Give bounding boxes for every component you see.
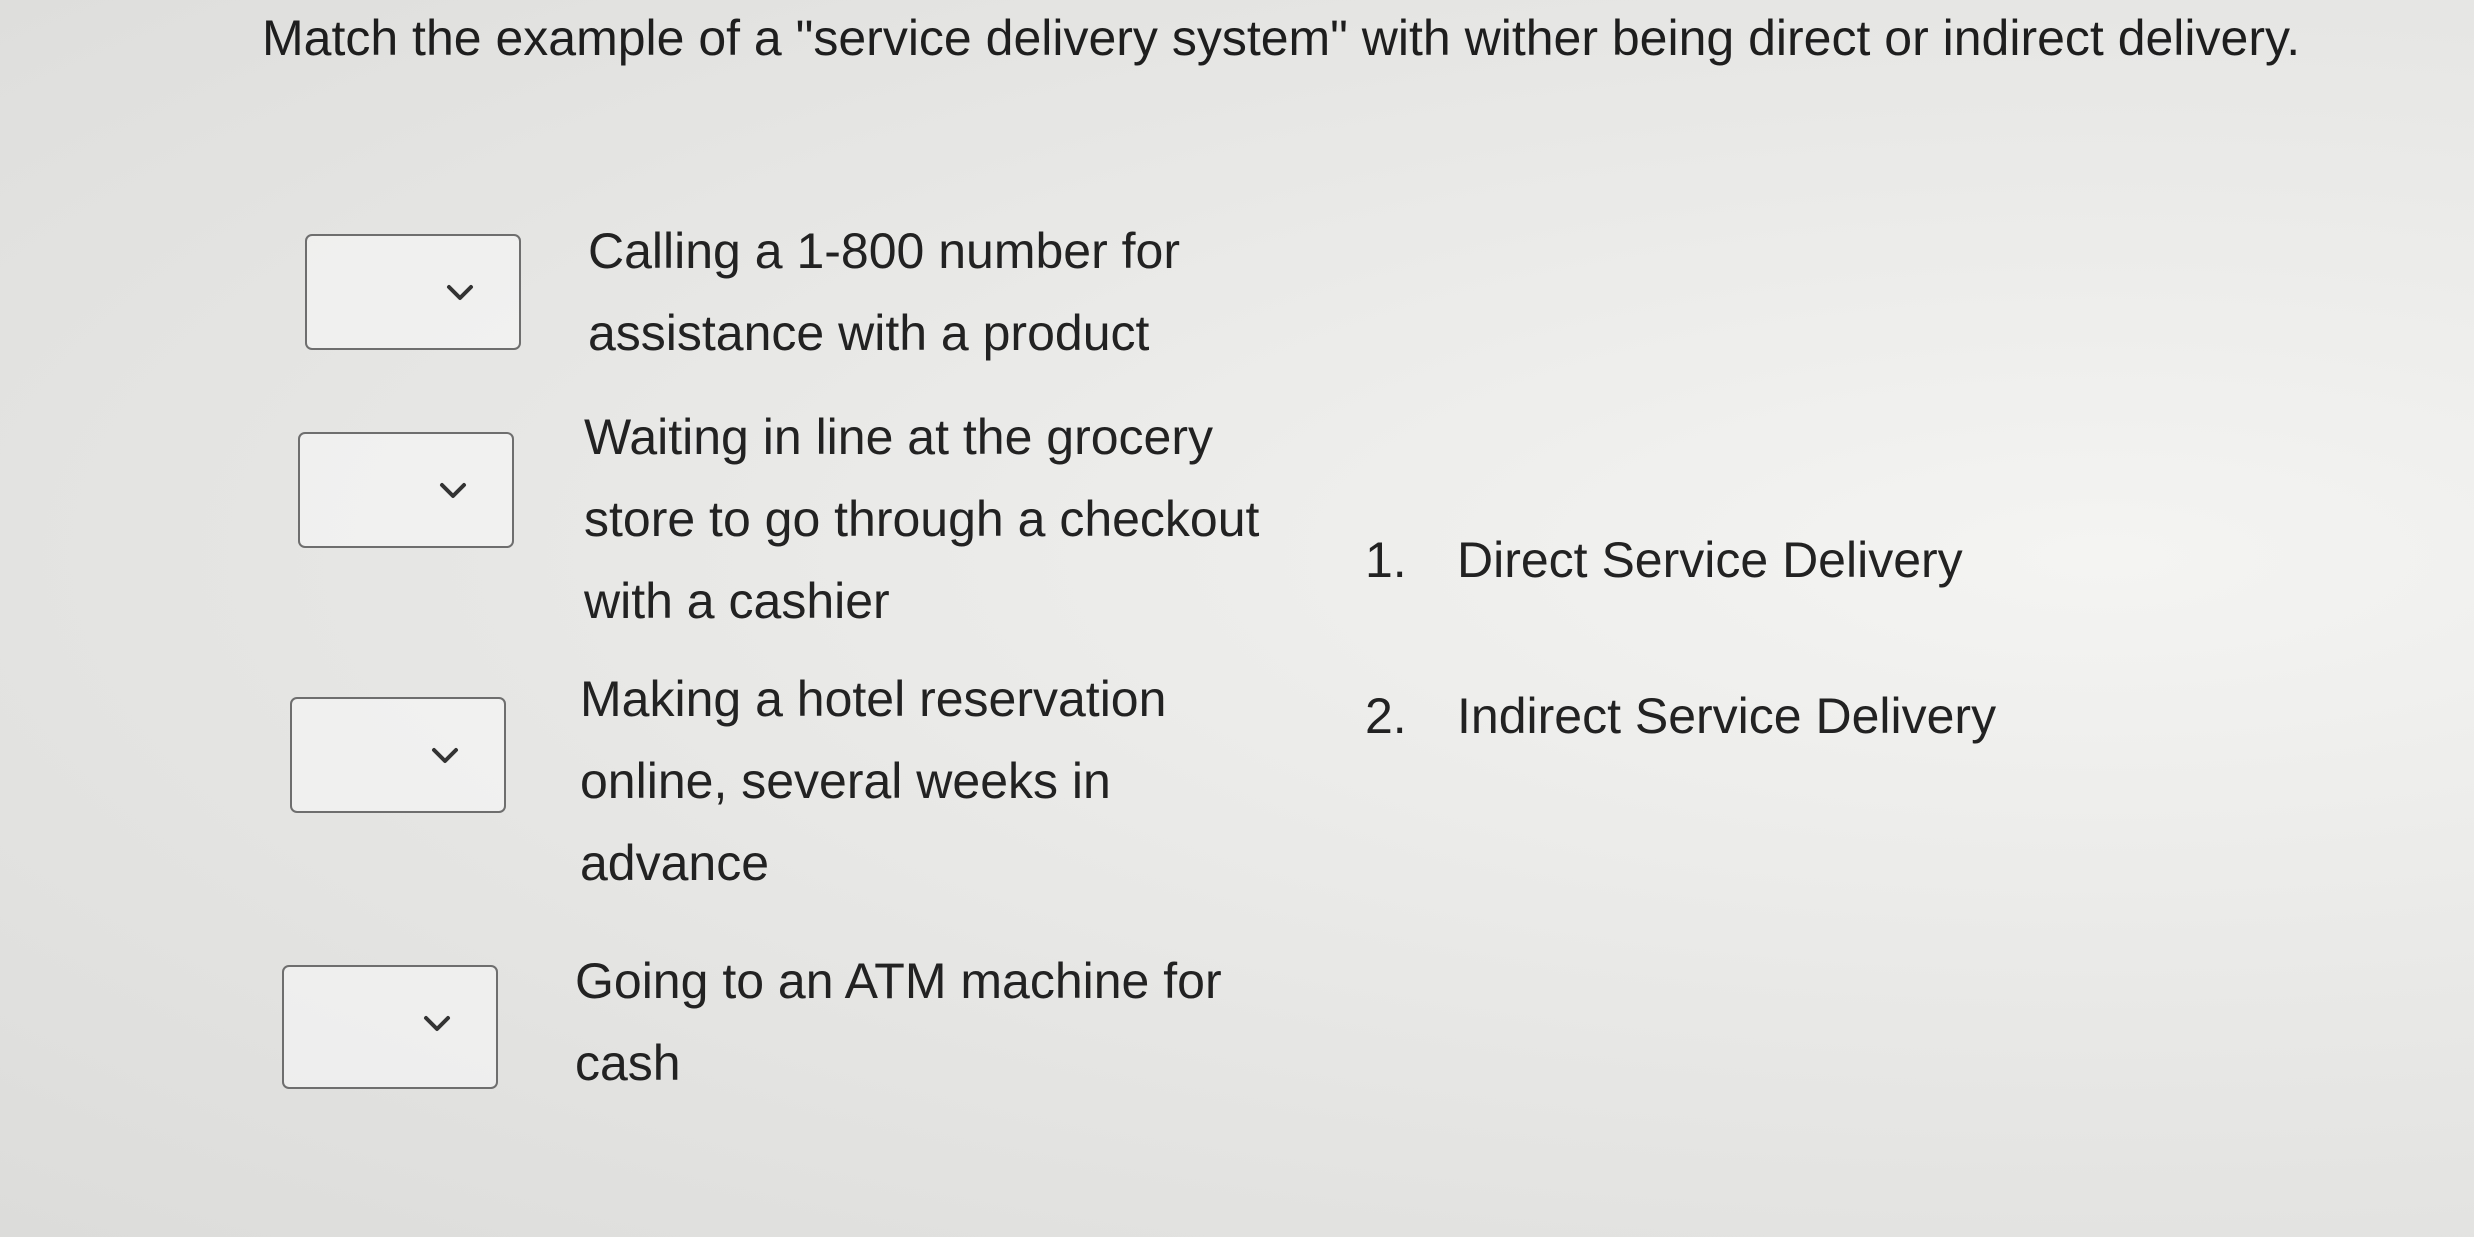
answer-option-1: 1. Direct Service Delivery [1365,520,1996,600]
item-text-2: Waiting in line at the grocery store to … [584,409,1260,629]
answer-options-list: 1. Direct Service Delivery 2. Indirect Ser… [1365,520,1996,832]
match-dropdown-2[interactable] [298,432,514,548]
item-text-4: Going to an ATM machine for cash [575,953,1222,1091]
answer-number: 1. [1365,532,1407,588]
match-dropdown-1[interactable] [305,234,521,350]
chevron-down-icon [424,1016,450,1031]
answer-option-2: 2. Indirect Service Delivery [1365,676,1996,756]
match-dropdown-3[interactable] [290,697,506,813]
item-text-1: Calling a 1-800 number for assistance wi… [588,223,1180,361]
match-dropdown-4[interactable] [282,965,498,1089]
answer-label: Indirect Service Delivery [1457,688,1997,744]
chevron-down-icon [440,483,466,498]
item-text-3: Making a hotel reservation online, sever… [580,671,1167,891]
answer-label: Direct Service Delivery [1457,532,1963,588]
chevron-down-icon [447,285,473,300]
answer-number: 2. [1365,688,1407,744]
question-text: Match the example of a "service delivery… [262,10,2301,66]
chevron-down-icon [432,748,458,763]
